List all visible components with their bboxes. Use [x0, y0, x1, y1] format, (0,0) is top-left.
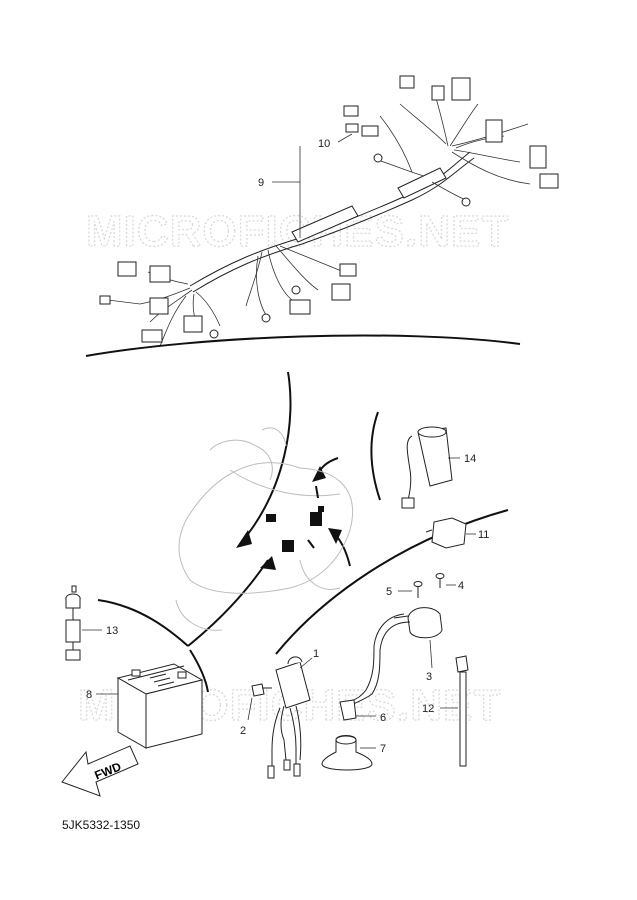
part-8-battery [116, 663, 204, 749]
callout-8: 8 [86, 689, 92, 701]
part-11-relay [425, 517, 467, 549]
divider-left-arc [97, 599, 189, 647]
screw-4 [435, 573, 445, 588]
callout-1: 1 [313, 648, 319, 660]
callout-10: 10 [318, 138, 330, 150]
callout-7: 7 [380, 743, 386, 755]
divider-top-curve [85, 334, 521, 357]
diagram-reference-code: 5JK5332-1350 [62, 818, 141, 832]
callout-3: 3 [426, 671, 432, 683]
callout-4: 4 [458, 580, 464, 592]
callout-12: 12 [422, 703, 434, 715]
divider-right-arc [370, 411, 381, 501]
part-6-plug-cap [339, 699, 357, 721]
part-12-cable-tie [455, 655, 469, 767]
screw-5 [413, 581, 423, 598]
leader-9 [272, 146, 301, 183]
callout-5: 5 [386, 586, 392, 598]
divider-right-diag [275, 509, 509, 655]
part-13-fuse-holder [65, 585, 81, 661]
callout-6: 6 [380, 712, 386, 724]
wire-harness [99, 75, 559, 347]
part-14 [401, 426, 453, 509]
part-2-bolt [251, 683, 272, 697]
callout-11: 11 [478, 529, 489, 541]
divider-center-arrow [239, 371, 292, 545]
callout-9: 9 [258, 177, 264, 189]
part-1-cdi-unit [267, 656, 311, 779]
forward-direction-arrow: FWD [61, 745, 139, 797]
callout-13: 13 [106, 625, 118, 637]
callout-14: 14 [464, 453, 476, 465]
callout-2: 2 [240, 725, 246, 737]
part-3-ignition-coil [347, 607, 443, 707]
part-7-cap-cover [321, 735, 373, 771]
motorcycle-outline [175, 427, 354, 631]
wire-band-clip [345, 123, 359, 133]
leader-10 [337, 133, 353, 143]
